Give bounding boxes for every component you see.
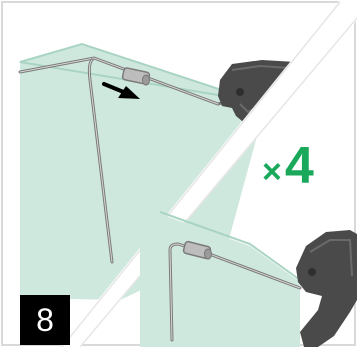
pin-connector-bottom [182, 240, 212, 260]
divider [60, 0, 357, 347]
multiply-symbol: × [262, 153, 282, 191]
pin-connector [121, 67, 151, 86]
step-number-badge: 8 [20, 295, 70, 345]
quantity-multiplier: × 4 [262, 140, 314, 192]
multiply-count: 4 [284, 137, 314, 195]
arrow-right-down-icon [102, 82, 140, 99]
mounting-bracket-icon-bottom [296, 230, 357, 347]
bottom-view [140, 211, 357, 347]
glass-panel-bottom [140, 214, 300, 347]
